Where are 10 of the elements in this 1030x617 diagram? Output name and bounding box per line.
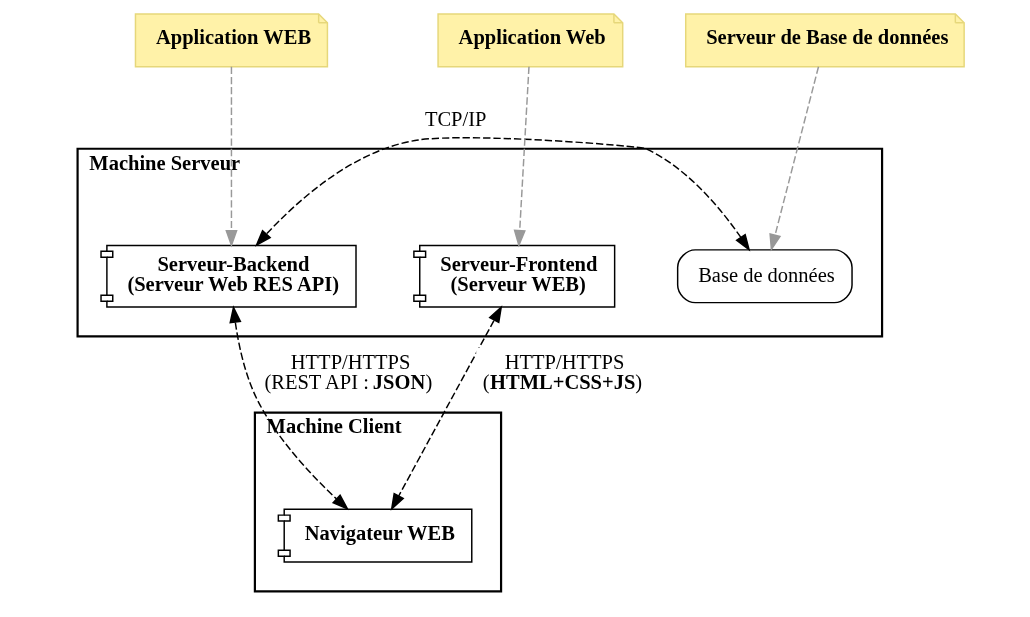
edge-label: HTTP/HTTPS (REST API : JSON)	[264, 350, 433, 394]
arrow	[390, 305, 503, 511]
node-box: Base de données	[676, 249, 853, 304]
arrow	[255, 137, 751, 252]
edge-label: TCP/IP	[424, 108, 487, 131]
arrow	[229, 305, 350, 511]
arrow	[225, 66, 238, 248]
arrow	[513, 66, 530, 248]
edge-label: HTTP/HTTPS (HTML+CSS+JS)	[482, 350, 642, 394]
arrow	[769, 66, 820, 252]
